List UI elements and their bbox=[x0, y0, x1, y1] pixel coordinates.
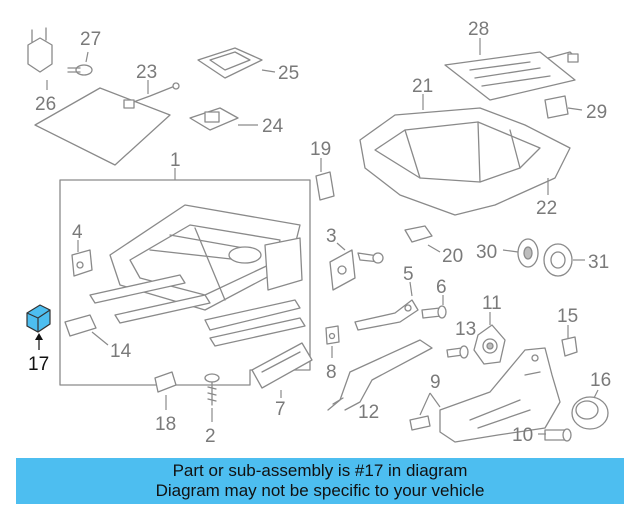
callout-28: 28 bbox=[468, 19, 489, 40]
part-25-control-module bbox=[197, 47, 276, 79]
callout-20: 20 bbox=[442, 246, 463, 267]
callout-9: 9 bbox=[430, 372, 441, 393]
part-26-sensor bbox=[27, 27, 53, 73]
part-6-bolt bbox=[421, 295, 447, 319]
callout-23: 23 bbox=[136, 62, 157, 83]
part-26-mat bbox=[34, 80, 171, 166]
part-3-bracket bbox=[329, 242, 384, 291]
callout-12: 12 bbox=[358, 402, 379, 423]
part-5-lever bbox=[354, 281, 419, 331]
part-14-cover bbox=[64, 314, 109, 346]
callout-26: 26 bbox=[35, 94, 56, 115]
callout-21: 21 bbox=[412, 76, 433, 97]
banner-line-part-number: Part or sub-assembly is #17 in diagram bbox=[172, 461, 468, 480]
callout-24: 24 bbox=[262, 116, 284, 137]
part-21-seat-cushion bbox=[359, 94, 571, 216]
part-15-clip bbox=[561, 325, 578, 357]
part-13-bolt bbox=[446, 345, 469, 359]
callout-1: 1 bbox=[170, 150, 181, 171]
callout-2: 2 bbox=[205, 426, 216, 447]
part-31-motor bbox=[543, 243, 585, 277]
callout-11: 11 bbox=[482, 293, 502, 314]
callout-14: 14 bbox=[110, 341, 132, 362]
part-16-knob bbox=[571, 389, 609, 430]
callout-19: 19 bbox=[310, 139, 331, 160]
part-2-bolt bbox=[204, 373, 220, 422]
callout-31: 31 bbox=[588, 252, 609, 273]
callout-7: 7 bbox=[275, 399, 286, 420]
part-17-highlighted bbox=[26, 304, 51, 350]
part-28-heater-pad bbox=[444, 38, 579, 101]
callout-4: 4 bbox=[72, 222, 83, 243]
callout-5: 5 bbox=[403, 264, 414, 285]
part-19-bracket bbox=[315, 158, 335, 201]
part-7-side-cover bbox=[251, 342, 313, 398]
info-banner: Part or sub-assembly is #17 in diagram D… bbox=[16, 458, 624, 504]
callout-3: 3 bbox=[326, 226, 337, 247]
exploded-parts-diagram: 1 2 3 4 5 6 7 8 9 10 11 12 13 14 15 16 1… bbox=[26, 19, 611, 447]
part-18-clip bbox=[154, 371, 177, 410]
callout-6: 6 bbox=[436, 277, 447, 298]
callout-13: 13 bbox=[455, 319, 476, 340]
callout-18: 18 bbox=[155, 414, 176, 435]
part-4-bracket bbox=[71, 240, 93, 277]
callout-25: 25 bbox=[278, 63, 299, 84]
callout-29: 29 bbox=[586, 102, 607, 123]
seat-frame-part bbox=[89, 204, 306, 347]
part-11-plate bbox=[473, 312, 506, 365]
banner-line-disclaimer: Diagram may not be specific to your vehi… bbox=[155, 481, 485, 500]
part-27-bolt bbox=[67, 51, 93, 76]
frame-assembly-box bbox=[59, 168, 311, 386]
part-30-motor bbox=[502, 238, 539, 268]
part-9-side-shield bbox=[409, 347, 561, 443]
callout-8: 8 bbox=[326, 362, 337, 383]
part-24-module bbox=[189, 107, 258, 131]
callout-17-highlighted: 17 bbox=[28, 354, 49, 375]
callout-22: 22 bbox=[536, 198, 557, 219]
callout-15: 15 bbox=[557, 306, 578, 327]
part-23-wire bbox=[123, 80, 180, 109]
callout-30: 30 bbox=[476, 242, 497, 263]
part-10-screw bbox=[538, 428, 572, 442]
callout-16: 16 bbox=[590, 370, 611, 391]
part-20-clip bbox=[404, 225, 441, 253]
callout-27: 27 bbox=[80, 29, 101, 50]
part-12-cable bbox=[327, 339, 433, 411]
callout-10: 10 bbox=[512, 425, 533, 446]
part-8-bracket bbox=[325, 325, 340, 358]
part-29-connector bbox=[544, 95, 583, 119]
